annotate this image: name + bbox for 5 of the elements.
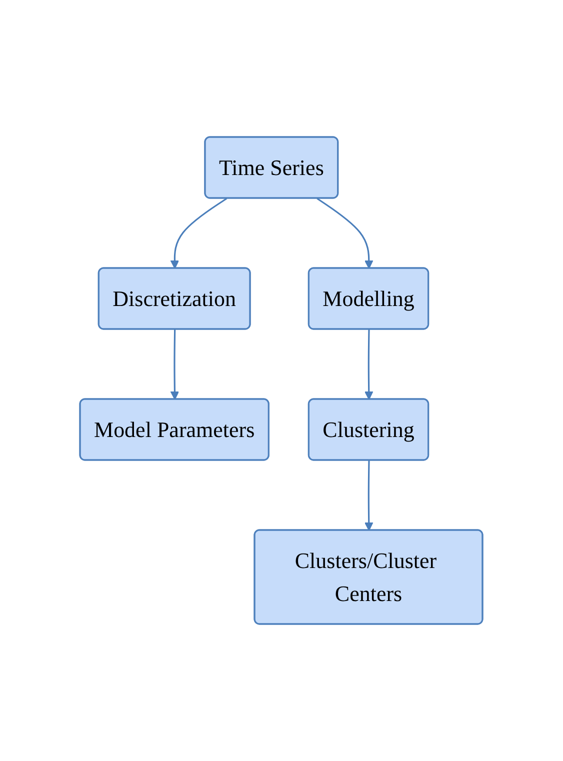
arrow xyxy=(316,198,374,269)
arrow xyxy=(170,198,228,269)
arrow xyxy=(364,460,374,531)
arrow xyxy=(170,329,180,400)
arrow xyxy=(364,329,374,400)
